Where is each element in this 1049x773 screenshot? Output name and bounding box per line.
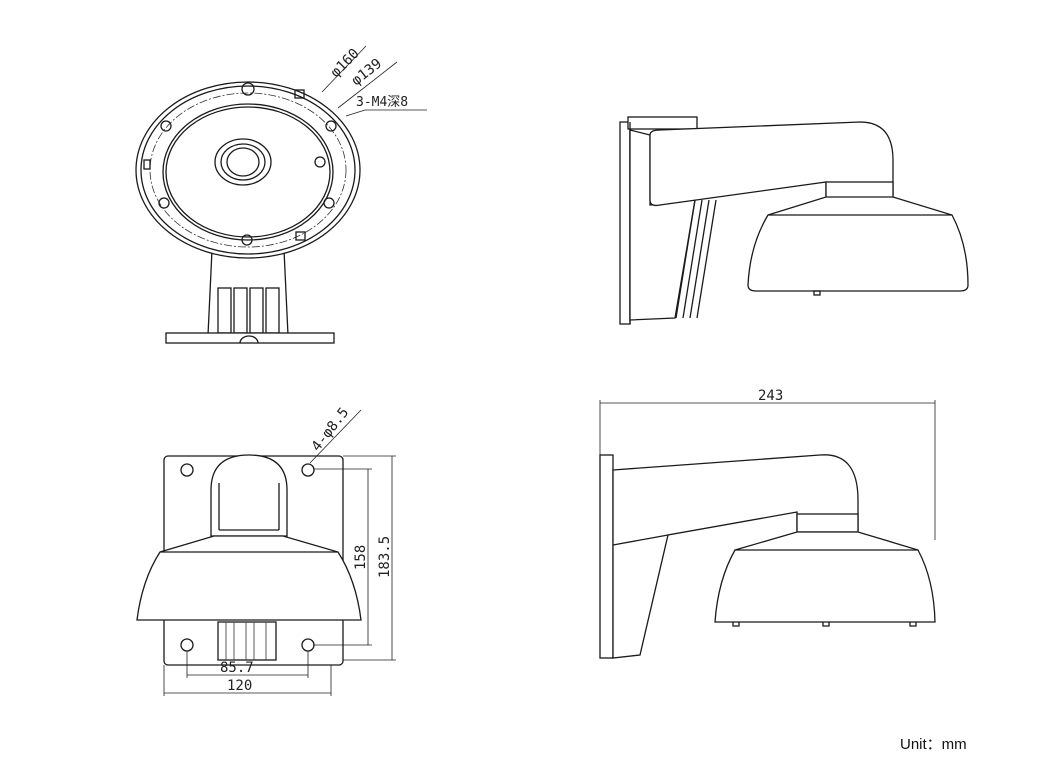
length-label: 243 <box>758 388 783 404</box>
screw-holes-label: 3-M4深8 <box>356 95 408 110</box>
side-view-top <box>619 116 969 325</box>
base-plate <box>165 332 335 344</box>
stand-fins <box>217 287 280 334</box>
plate-height-label: 183.5 <box>377 536 393 578</box>
plate-width-label: 120 <box>227 678 252 694</box>
unit-label: Unit：mm <box>900 736 967 753</box>
holes-label: 4-φ8.5 <box>309 405 353 455</box>
side-view-bottom: 243 <box>599 388 936 659</box>
front-view: 4-φ8.5 158 183.5 85.7 120 <box>136 405 396 696</box>
top-view: φ160 φ139 3-M4深8 <box>135 46 427 344</box>
hole-spacing-h-label: 85.7 <box>220 660 254 676</box>
hole-spacing-v-label: 158 <box>353 545 369 570</box>
